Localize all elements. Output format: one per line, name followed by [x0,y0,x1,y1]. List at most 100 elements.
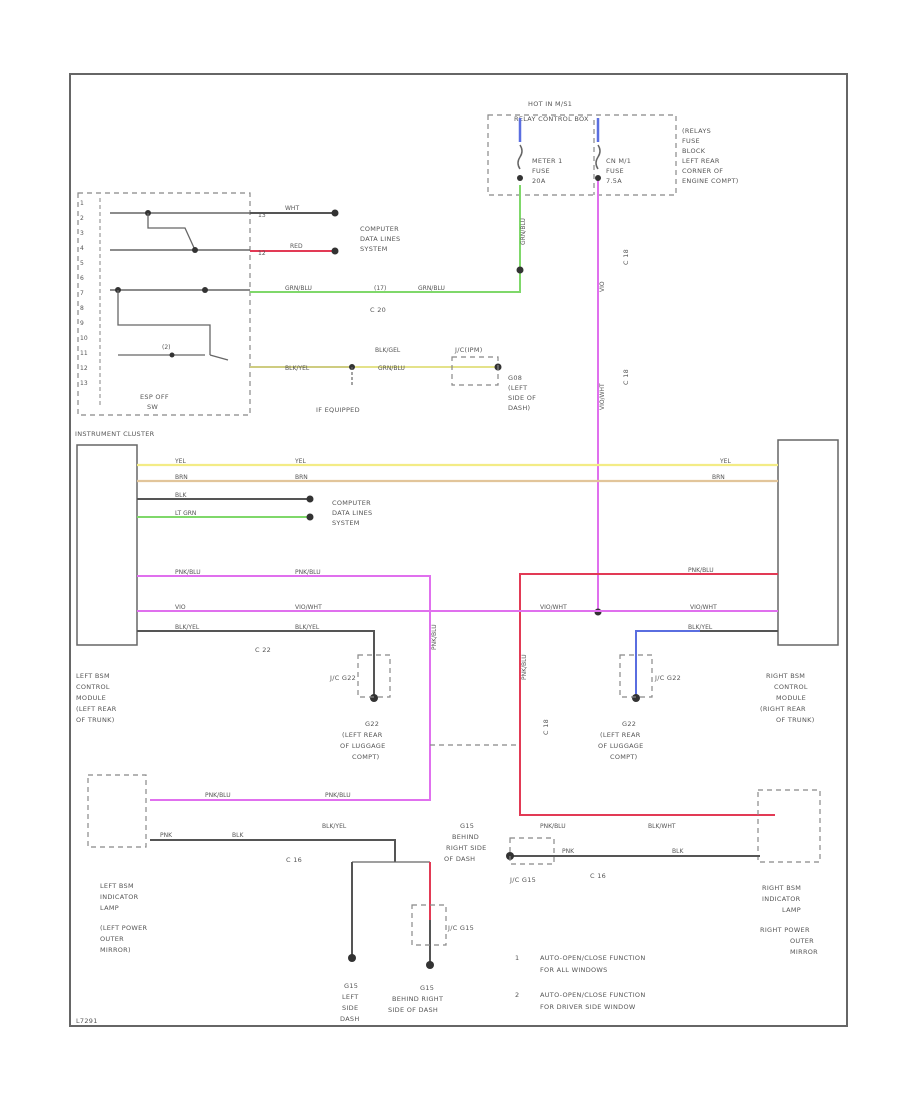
wire-pnkblu-r2: PNK/BLU [540,823,566,830]
right-module-3: MODULE [776,694,806,702]
wire-yel-2: YEL [294,458,306,465]
computer-system-top-3: SYSTEM [360,245,388,253]
left-ind-4: (LEFT POWER [100,924,147,932]
wire-brn-2: BRN [295,474,308,481]
jc-g22-left-label: J/C G22 [329,674,356,682]
wire-blk-label: BLK [175,492,187,499]
c18-left-label: C 18 [542,719,550,735]
note1-line1: AUTO-OPEN/CLOSE FUNCTION [540,954,646,962]
right-ind-1: RIGHT BSM [762,884,801,892]
right-module-5: OF TRUNK) [776,716,815,724]
computer-system-mid-1: COMPUTER [332,499,371,507]
wire-vio-vert-1: VIO [599,281,606,292]
left-module-1: LEFT BSM [76,672,110,680]
wire-vio-wht-2: VIO/WHT [540,604,567,611]
relay-box-loc-3: BLOCK [682,147,706,155]
left-module-4: (LEFT REAR [76,705,117,713]
right-module-4: (RIGHT REAR [760,705,806,713]
relay-box-loc-5: CORNER OF [682,167,723,175]
g08-top-4: DASH) [508,404,530,412]
g15-right-3: RIGHT SIDE [446,844,487,852]
wire-blkyel-r: BLK/YEL [688,624,713,631]
c18-mid-label: C 18 [622,369,630,385]
computer-system-top-2: DATA LINES [360,235,400,243]
left-module-3: MODULE [76,694,106,702]
fuse1-name: METER 1 [532,157,563,165]
g15-left-2: LEFT [342,993,359,1001]
wire-wht-label: WHT [285,205,299,212]
g15-left-4: DASH [340,1015,360,1023]
connector-c22-label: C 22 [255,646,271,654]
note2-num: 2 [515,991,519,999]
g15-right-1: G15 [460,822,474,830]
jc-g15-label: J/C G15 [509,876,536,884]
right-ind-6: MIRROR [790,948,818,956]
wire-pnkblu-r-vert: PNK/BLU [521,654,528,680]
diagram-frame [69,73,848,1027]
computer-system-mid-3: SYSTEM [332,519,360,527]
g22-right-1: G22 [622,720,636,728]
left-ind-2: INDICATOR [100,893,139,901]
note1-num: 1 [515,954,519,962]
esp-off-label: ESP OFF [140,393,169,401]
wire-blk-right: BLK [672,848,684,855]
svg-text:(17): (17) [374,285,386,292]
relay-box-loc-2: FUSE [682,137,700,145]
right-ind-5: OUTER [790,937,814,945]
svg-text:3: 3 [80,230,84,237]
right-ind-3: LAMP [782,906,801,914]
wire-blkyel-l1: BLK/YEL [175,624,200,631]
wire-pnkblu-4: PNK/BLU [325,792,351,799]
right-ind-4: RIGHT POWER [760,926,810,934]
left-ind-3: LAMP [100,904,119,912]
svg-text:9: 9 [80,320,84,327]
right-indicator-lamp: RIGHT BSM INDICATOR LAMP RIGHT POWER OUT… [444,789,821,956]
right-module-2: CONTROL [774,683,808,691]
notes: 1 AUTO-OPEN/CLOSE FUNCTION FOR ALL WINDO… [515,954,646,1011]
corner-code: L7291 [76,1017,98,1025]
relay-box-loc-4: LEFT REAR [682,157,720,165]
g08-top-2: (LEFT [508,384,527,392]
bus-wires: YEL YEL YEL BRN BRN BRN BLK LT GRN COMPU… [137,458,778,830]
jc-g22-right-label: J/C G22 [654,674,681,682]
g15-center-1: G15 [420,984,434,992]
g22-right-4: COMPT) [610,753,638,761]
wire-pnkblu-3: PNK/BLU [205,792,231,799]
left-indicator-lamp: LEFT BSM INDICATOR LAMP (LEFT POWER OUTE… [87,774,474,1023]
wire-yel-1: YEL [174,458,186,465]
wire-brn-3: BRN [712,474,725,481]
wire-vio-wht-1: VIO/WHT [295,604,322,611]
wire-blkyel-1: BLK/YEL [285,365,310,372]
if-equipped-label: IF EQUIPPED [316,406,360,414]
g22-left-4: COMPT) [352,753,380,761]
fuse2-name: CN M/1 [606,157,631,165]
g22-left-3: OF LUGGAGE [340,742,386,750]
wire-pnkblu-r1: PNK/BLU [688,567,714,574]
g22-left-2: (LEFT REAR [342,731,383,739]
relay-box-loc-1: (RELAYS [682,127,711,135]
svg-text:10: 10 [80,335,88,342]
g15-left-3: SIDE [342,1004,358,1012]
wire-yel-3: YEL [719,458,731,465]
left-ind-1: LEFT BSM [100,882,134,890]
wire-ltgrn-label: LT GRN [175,510,196,517]
c16-bottom-label: C 16 [286,856,302,864]
svg-text:1: 1 [80,200,84,207]
fuse2-type: FUSE [606,167,624,175]
jc-g15-bottom-label: J/C G15 [447,924,474,932]
svg-text:2: 2 [80,215,84,222]
right-module-1: RIGHT BSM [766,672,805,680]
g15-center-2: BEHIND RIGHT [392,995,443,1003]
note2-line1: AUTO-OPEN/CLOSE FUNCTION [540,991,646,999]
g15-right-2: BEHIND [452,833,479,841]
g15-center-3: SIDE OF DASH [388,1006,438,1014]
relay-fuse-box: HOT IN M/S1 RELAY CONTROL BOX METER 1 FU… [487,100,738,196]
wire-pnkblu-vert: PNK/BLU [431,624,438,650]
svg-text:12: 12 [258,250,266,257]
fuse1-type: FUSE [532,167,550,175]
g08-top-1: G08 [508,374,522,382]
wire-vio-1: VIO [175,604,186,611]
svg-text:13: 13 [258,212,266,219]
